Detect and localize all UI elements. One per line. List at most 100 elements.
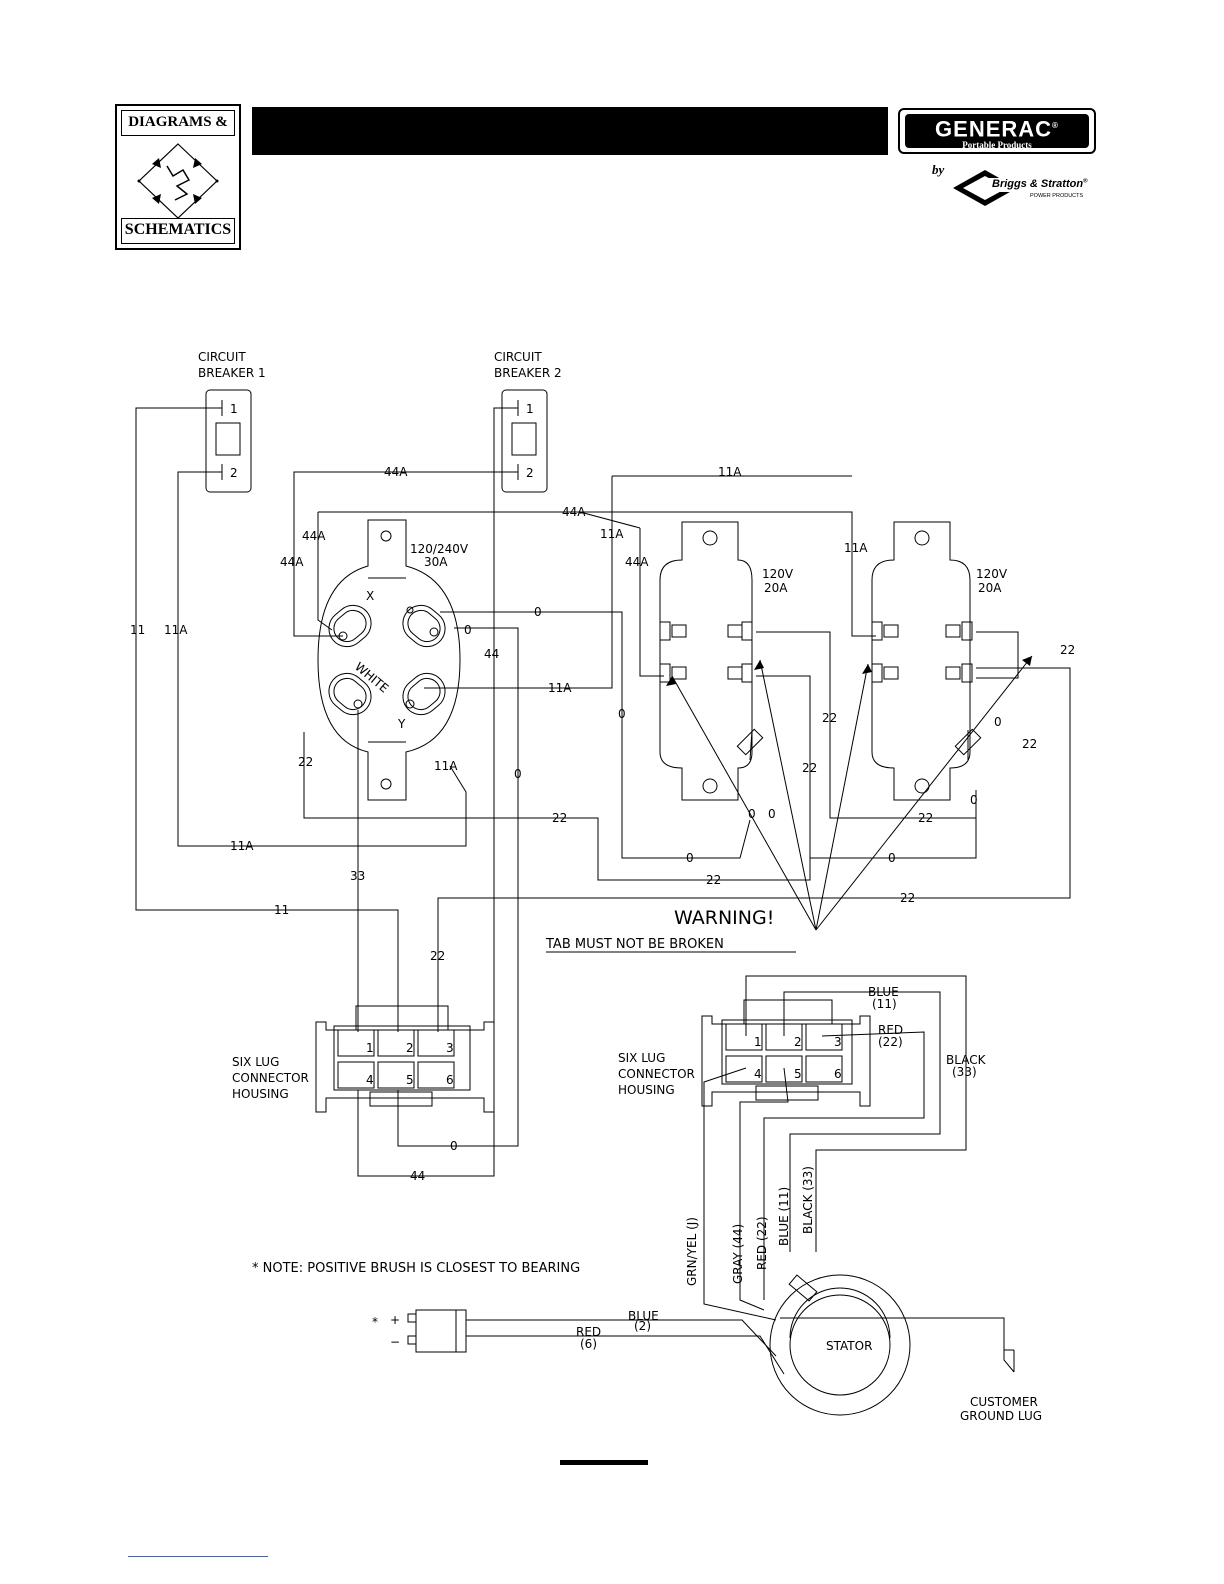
wire-11a-rec2: 11A [844,541,868,555]
wire-33: 33 [350,869,365,883]
wire-0-bottom-1: 0 [686,851,694,865]
brush-note: * NOTE: POSITIVE BRUSH IS CLOSEST TO BEA… [252,1261,580,1276]
wire-22-rec1-b: 22 [802,761,817,775]
wire-0-bottom-2: 0 [888,851,896,865]
wire-0-rec1-a: 0 [748,807,756,821]
lug-left-3: 3 [446,1041,454,1055]
footer-bar [560,1460,648,1465]
brush-lead-blue-num: (2) [634,1319,651,1333]
wire-22-rec1-a: 22 [822,711,837,725]
wire-11-left: 11 [130,623,145,637]
lead-blue-11-vertical: BLUE (11) [777,1187,791,1246]
wire-22-mid: 22 [552,811,567,825]
lug-right-5: 5 [794,1067,802,1081]
wire-0-lug: 0 [450,1139,458,1153]
ground-lug-line2: GROUND LUG [960,1409,1042,1423]
circuit-breaker-2 [501,389,548,493]
lug-left-2: 2 [406,1041,414,1055]
receptacle-20a-2 [871,521,971,801]
lead-blue-11: BLUE [868,985,899,999]
wire-22-long: 22 [900,891,915,905]
wire-44a-mid: 44A [562,505,586,519]
lug-right-6: 6 [834,1067,842,1081]
diagrams-schematics-logo: DIAGRAMS & SCHEMATICS [115,104,241,250]
six-lug-left-line2: CONNECTOR [232,1071,309,1085]
wire-0-left: 0 [618,707,626,721]
receptacle-30a-amps: 30A [424,555,448,569]
wire-22-bottom: 22 [706,873,721,887]
wire-0-30a: 0 [464,623,472,637]
six-lug-left-line3: HOUSING [232,1087,289,1101]
ground-lug-line1: CUSTOMER [970,1395,1038,1409]
cb1-label-line1: CIRCUIT [198,350,246,364]
generac-brand: GENERAC [935,116,1053,142]
wire-0-vertical: 0 [514,767,522,781]
warning-tab-text: TAB MUST NOT BE BROKEN [545,937,724,952]
wire-11a-top: 11A [718,465,742,479]
wire-44a-top: 44A [384,465,408,479]
lug-left-5: 5 [406,1073,414,1087]
plus-sign: + [390,1313,400,1327]
wire-22-far-right: 22 [1060,643,1075,657]
lug-left-1: 1 [366,1041,374,1055]
cb2-terminal-2: 2 [526,466,534,480]
lug-left-4: 4 [366,1073,374,1087]
lug-left-6: 6 [446,1073,454,1087]
minus-sign: − [390,1335,400,1349]
wire-22-lug: 22 [430,949,445,963]
title-bar [252,107,888,155]
briggs-stratton-logo-icon [953,170,1091,206]
positive-star: * [372,1315,378,1329]
cb1-terminal-1: 1 [230,402,238,416]
logo-bottom-text: SCHEMATICS [121,218,235,244]
wire-44-vertical: 44 [484,647,499,661]
wire-22-30a: 22 [298,755,313,769]
cb2-terminal-1: 1 [526,402,534,416]
circuit-breaker-1 [205,389,252,493]
six-lug-left-line1: SIX LUG [232,1055,279,1069]
wire-11a-bottom: 11A [230,839,254,853]
lead-black-33: BLACK [946,1053,987,1067]
cb2-label-line1: CIRCUIT [494,350,542,364]
lead-red-22-vertical: RED (22) [755,1216,769,1270]
receptacle-20a-1 [659,521,753,801]
warning-title: WARNING! [674,907,774,929]
registered-mark: ® [1052,121,1059,130]
wire-44a-left-1: 44A [302,529,326,543]
brush-lead-red-num: (6) [580,1337,597,1351]
receptacle-20a-1-amps: 20A [764,581,788,595]
stator-ring [769,1274,911,1416]
wire-11a-left: 11A [164,623,188,637]
lead-blue-11-num: (11) [872,997,897,1011]
lead-red-22-num: (22) [878,1035,903,1049]
wire-0-rec1-b: 0 [768,807,776,821]
by-text: by [932,162,945,177]
six-lug-connector-left [315,1021,495,1113]
wire-44a-rec: 44A [625,555,649,569]
stator-label: STATOR [826,1339,872,1353]
briggs-stratton-sub: POWER PRODUCTS [1030,193,1084,199]
lug-right-2: 2 [794,1035,802,1049]
logo-top-text: DIAGRAMS & [121,110,235,136]
six-lug-right-line1: SIX LUG [618,1051,665,1065]
receptacle-20a-1-voltage: 120V [762,567,794,581]
footer-line [128,1556,268,1557]
lead-black-33-num: (33) [952,1065,977,1079]
wire-44-bottom: 44 [410,1169,425,1183]
lead-gray-44: GRAY (44) [731,1224,745,1284]
wire-11a-30a: 11A [434,759,458,773]
cb1-label-line2: BREAKER 1 [198,366,266,380]
y-label: Y [397,717,406,731]
receptacle-20a-2-voltage: 120V [976,567,1008,581]
six-lug-right-line3: HOUSING [618,1083,675,1097]
lead-black-33-vertical: BLACK (33) [801,1166,815,1234]
wire-11a-mid: 11A [548,681,572,695]
receptacle-20a-2-amps: 20A [978,581,1002,595]
brush-holder [415,1309,457,1353]
wire-22-rec2-right: 22 [1022,737,1037,751]
lead-red-22: RED [878,1023,903,1037]
wire-0-rec2: 0 [994,715,1002,729]
wire-11-bottom: 11 [274,903,289,917]
bridge-rectifier-icon [137,143,219,219]
